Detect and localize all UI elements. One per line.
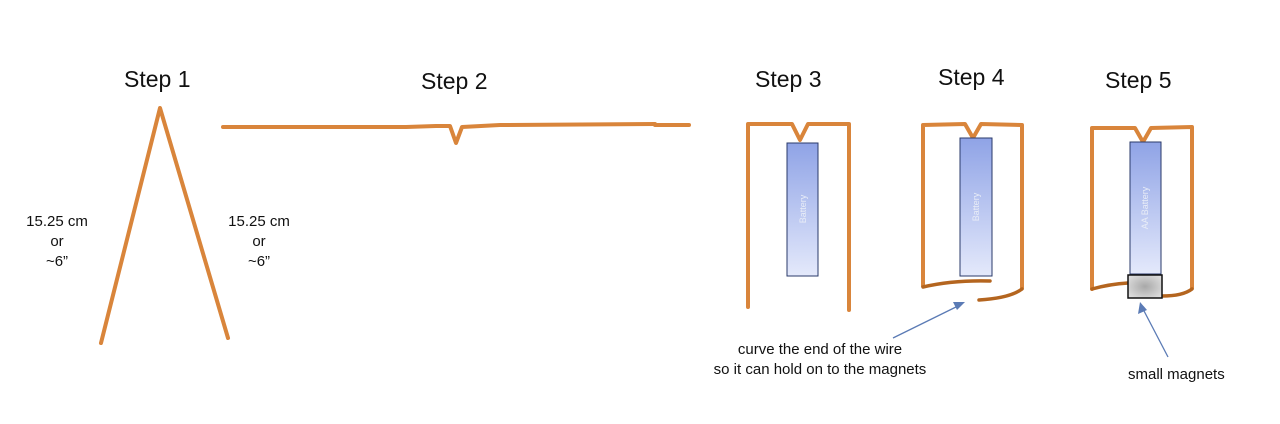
step-1-wire (99, 106, 230, 345)
step-5-magnet (1127, 274, 1163, 299)
step-3-battery: Battery (786, 142, 819, 277)
left-wire-length: 15.25 cm or ~6” (17, 212, 97, 272)
step-3-title: Step 3 (755, 66, 822, 92)
right-length-cm: 15.25 cm (228, 213, 290, 230)
magnets-note-arrow (1138, 302, 1169, 358)
left-length-cm: 15.25 cm (26, 213, 88, 230)
step-2-title: Step 2 (421, 68, 488, 94)
step-4-battery-label: Battery (971, 192, 981, 221)
step-5-battery-label: AA Battery (1140, 186, 1150, 229)
step-2-wire (221, 122, 691, 145)
small-magnets-note: small magnets (1128, 366, 1225, 383)
step-3-battery-label: Battery (798, 194, 808, 223)
left-length-inches: ~6” (45, 253, 69, 270)
step-4-battery: Battery (959, 137, 993, 277)
curve-note-line-1: curve the end of the wire (737, 341, 903, 358)
step-3-wire-frame (746, 122, 851, 312)
step-5-battery: AA Battery (1129, 141, 1162, 275)
right-wire-length: 15.25 cm or ~6” (219, 212, 299, 272)
step-1-title: Step 1 (124, 66, 191, 92)
right-length-or: or (252, 233, 266, 250)
step-5-title: Step 5 (1105, 67, 1172, 93)
left-length-or: or (50, 233, 64, 250)
right-length-inches: ~6” (247, 253, 271, 270)
curve-wire-note: curve the end of the wire so it can hold… (670, 340, 970, 380)
curve-note-line-2: so it can hold on to the magnets (713, 361, 927, 378)
curve-note-arrow (892, 302, 965, 339)
step-4-title: Step 4 (938, 64, 1005, 90)
